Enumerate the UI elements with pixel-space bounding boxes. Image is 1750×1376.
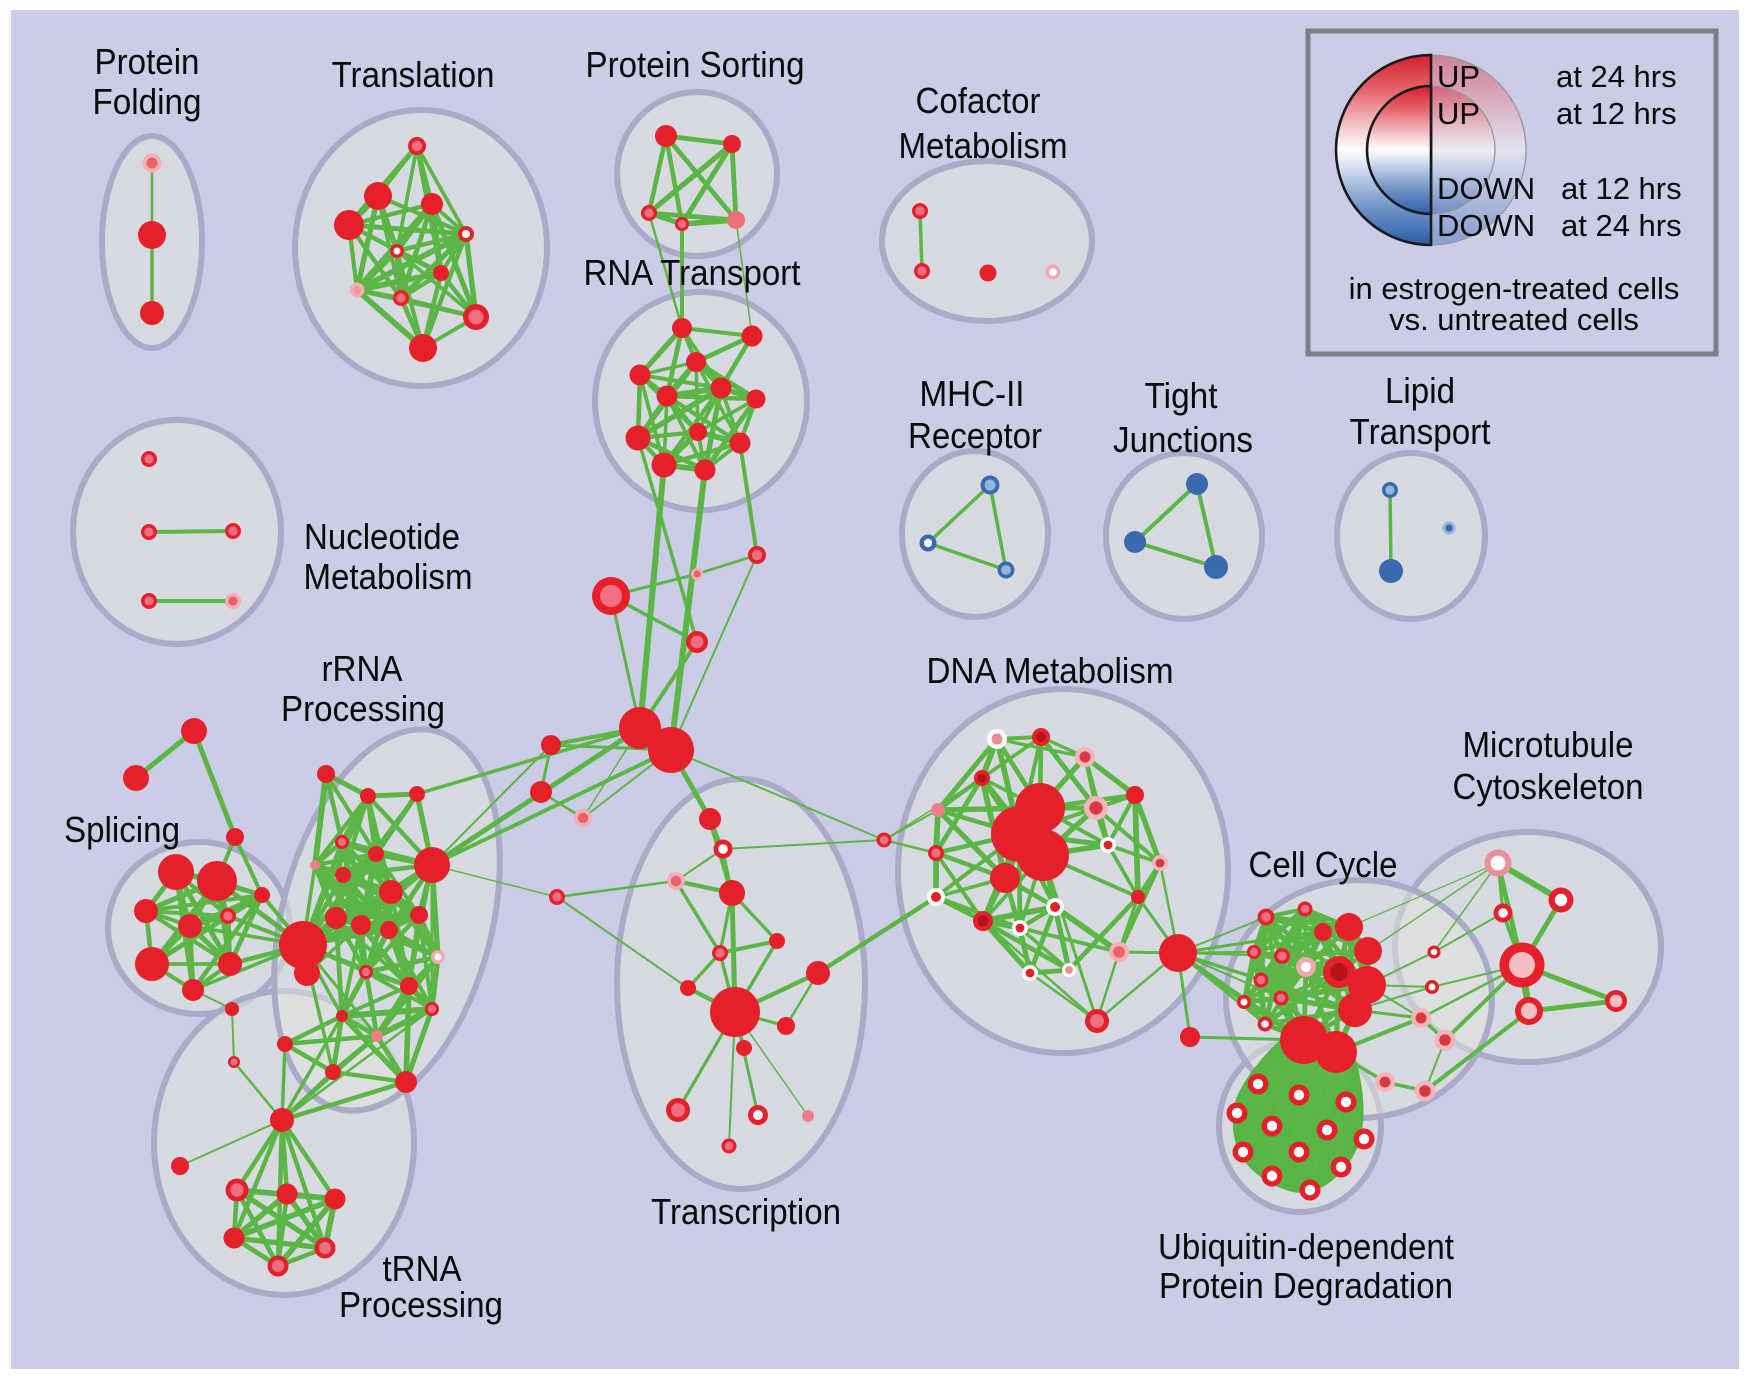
svg-text:at 24 hrs: at 24 hrs [1561, 208, 1682, 243]
svg-text:Microtubule: Microtubule [1463, 724, 1634, 765]
svg-text:Transport: Transport [1350, 411, 1491, 452]
svg-text:MHC-II: MHC-II [920, 373, 1025, 414]
svg-text:UP: UP [1437, 59, 1480, 94]
svg-text:at 12 hrs: at 12 hrs [1556, 96, 1677, 131]
svg-text:RNA Transport: RNA Transport [584, 252, 801, 293]
svg-text:Processing: Processing [339, 1284, 503, 1325]
svg-text:Splicing: Splicing [64, 809, 180, 850]
svg-text:Nucleotide: Nucleotide [304, 516, 460, 557]
svg-text:vs. untreated cells: vs. untreated cells [1389, 302, 1639, 337]
svg-text:DOWN: DOWN [1437, 171, 1535, 206]
svg-text:Cell Cycle: Cell Cycle [1249, 844, 1398, 885]
svg-text:UP: UP [1437, 96, 1480, 131]
svg-text:Protein Degradation: Protein Degradation [1159, 1265, 1453, 1306]
svg-text:Ubiquitin-dependent: Ubiquitin-dependent [1158, 1226, 1454, 1267]
svg-text:Metabolism: Metabolism [899, 125, 1068, 166]
svg-text:Translation: Translation [332, 54, 495, 95]
svg-text:Cytoskeleton: Cytoskeleton [1453, 766, 1644, 807]
svg-text:at 24 hrs: at 24 hrs [1556, 59, 1677, 94]
svg-text:Transcription: Transcription [651, 1191, 841, 1232]
svg-text:Receptor: Receptor [908, 415, 1042, 456]
svg-text:DNA Metabolism: DNA Metabolism [927, 650, 1174, 691]
svg-text:at 12 hrs: at 12 hrs [1561, 171, 1682, 206]
svg-text:Folding: Folding [93, 81, 202, 122]
svg-text:DOWN: DOWN [1437, 208, 1535, 243]
svg-text:Protein Sorting: Protein Sorting [586, 44, 805, 85]
svg-text:Tight: Tight [1145, 375, 1218, 416]
svg-text:Junctions: Junctions [1113, 419, 1253, 460]
svg-text:Lipid: Lipid [1385, 370, 1455, 411]
svg-text:Cofactor: Cofactor [916, 80, 1041, 121]
svg-text:Processing: Processing [281, 688, 445, 729]
svg-text:Metabolism: Metabolism [304, 556, 473, 597]
svg-text:Protein: Protein [95, 41, 200, 82]
svg-text:in estrogen-treated cells: in estrogen-treated cells [1349, 271, 1680, 306]
svg-text:tRNA: tRNA [383, 1248, 462, 1289]
svg-text:rRNA: rRNA [322, 648, 403, 689]
